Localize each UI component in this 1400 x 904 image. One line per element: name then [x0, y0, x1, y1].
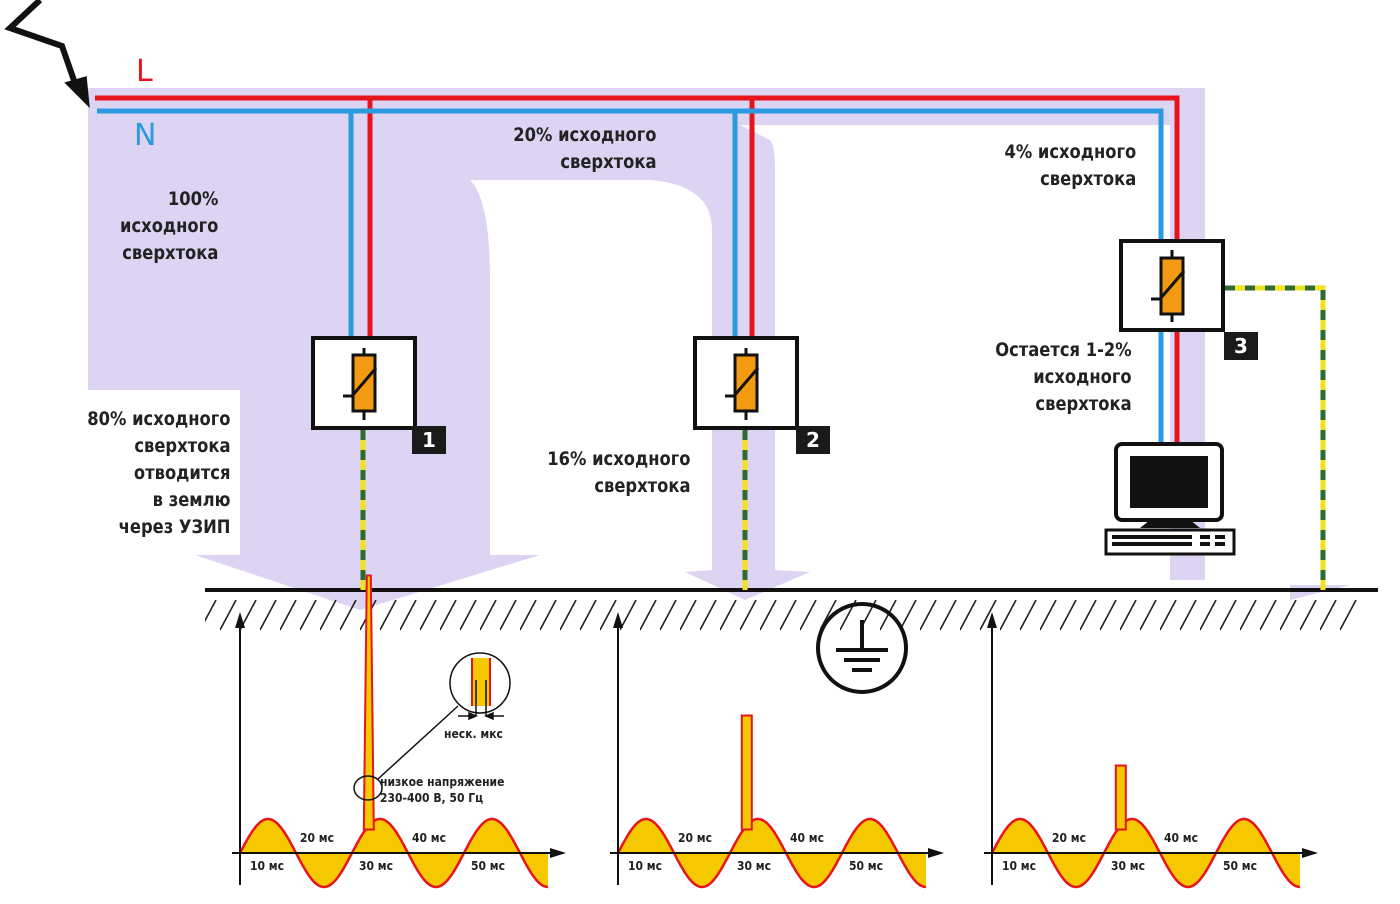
waveform-graph-3: [984, 612, 1318, 889]
computer-icon: [1104, 442, 1236, 556]
tick-label-bottom: 10 мс: [627, 859, 662, 873]
x-arrow: [1302, 848, 1318, 858]
tick-label-bottom: 10 мс: [249, 859, 284, 873]
label-surge-16: 16% исходного сверхтока: [546, 448, 690, 497]
tick-label-top: 20 мс: [1052, 831, 1087, 845]
varistor-icon: [343, 348, 378, 420]
y-arrow: [235, 612, 245, 628]
device-number-1: 1: [412, 426, 446, 454]
axes: [984, 625, 1310, 885]
surge-spike: [362, 574, 375, 831]
tick-label-bottom: 30 мс: [736, 859, 771, 873]
label-surge-4: 4% исходного сверхтока: [1004, 141, 1136, 190]
y-arrow: [613, 612, 623, 628]
label-surge-20: 20% исходного сверхтока: [512, 124, 656, 173]
device-number-3: 3: [1224, 332, 1258, 360]
axes: [610, 625, 936, 885]
waveform-graph-1: [232, 574, 566, 889]
ground: [205, 588, 1378, 632]
tick-label-bottom: 30 мс: [1110, 859, 1145, 873]
spd-device-3: [1119, 239, 1225, 332]
wave-line: [616, 817, 927, 889]
device-number-2: 2: [796, 426, 830, 454]
tick-label-top: 40 мс: [1164, 831, 1199, 845]
y-arrow: [987, 612, 997, 628]
low-voltage-annotation: низкое напряжение 230-400 В, 50 Гц: [380, 775, 505, 805]
surge-spike: [740, 714, 753, 831]
phase-label: L: [136, 54, 153, 89]
varistor-icon: [725, 348, 760, 420]
spd-device-2: [693, 336, 799, 430]
computer-leads: [1158, 330, 1180, 444]
varistor-icon: [1151, 250, 1186, 322]
wave-line: [990, 817, 1301, 889]
pe-conductors: [360, 285, 1326, 590]
waveform-graphs: [232, 574, 1318, 889]
ground-symbol-icon: [816, 602, 908, 694]
wave-line: [238, 817, 549, 889]
tick-label-bottom: 50 мс: [1222, 859, 1257, 873]
label-surge-100: 100% исходного сверхтока: [119, 188, 218, 264]
spd-device-1: [311, 336, 417, 430]
zoom-callout: [353, 652, 511, 801]
label-remains: Остается 1-2% исходного сверхтока: [995, 339, 1132, 415]
neutral-label: N: [134, 118, 157, 153]
label-surge-80: 80% исходного сверхтока отводится в земл…: [86, 408, 230, 538]
tick-label-top: 20 мс: [300, 831, 335, 845]
tick-label-bottom: 50 мс: [848, 859, 883, 873]
zoom-annotation: неск. мкс: [444, 727, 503, 741]
lightning-icon: [4, 0, 90, 109]
x-arrow: [550, 848, 566, 858]
axes: [232, 625, 558, 885]
tick-label-bottom: 10 мс: [1001, 859, 1036, 873]
tick-label-bottom: 50 мс: [470, 859, 505, 873]
tick-label-top: 20 мс: [678, 831, 713, 845]
waveform-graph-2: [610, 612, 944, 889]
x-arrow: [928, 848, 944, 858]
tick-label-bottom: 30 мс: [358, 859, 393, 873]
surge-spike: [1114, 764, 1127, 831]
tick-label-top: 40 мс: [790, 831, 825, 845]
tick-label-top: 40 мс: [412, 831, 447, 845]
